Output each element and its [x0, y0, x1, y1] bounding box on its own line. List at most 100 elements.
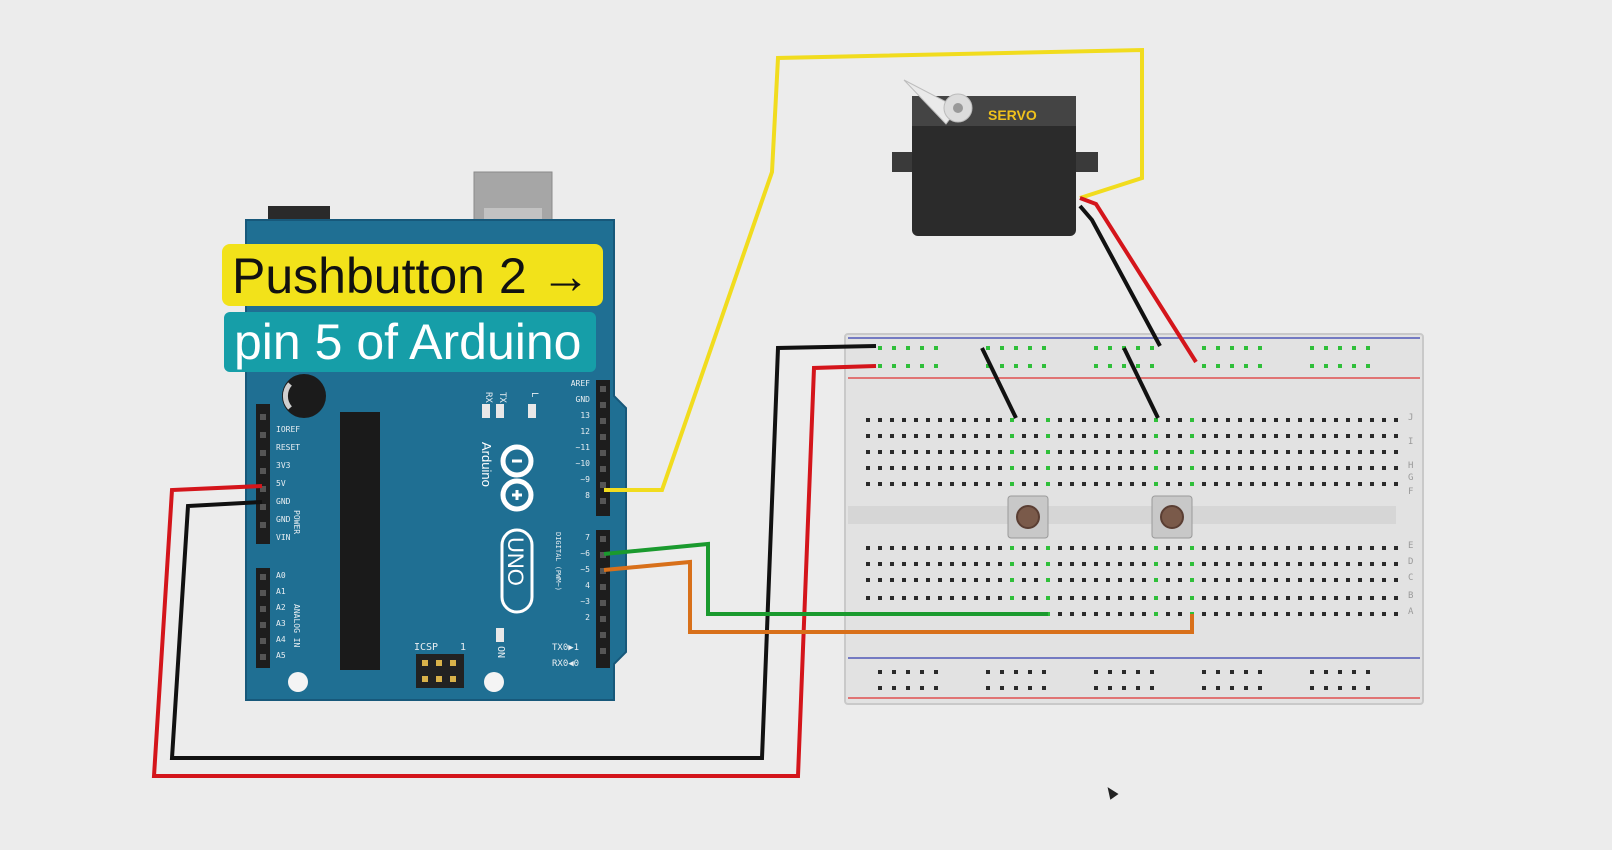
- breadboard-hole[interactable]: [1106, 596, 1110, 600]
- rail-hole[interactable]: [1094, 346, 1098, 350]
- rail-hole[interactable]: [1230, 364, 1234, 368]
- header-socket[interactable]: [260, 504, 266, 510]
- breadboard-hole[interactable]: [1334, 612, 1338, 616]
- breadboard-hole[interactable]: [1202, 562, 1206, 566]
- breadboard-hole[interactable]: [1178, 596, 1182, 600]
- breadboard-hole[interactable]: [1322, 450, 1326, 454]
- breadboard-hole[interactable]: [962, 546, 966, 550]
- breadboard-hole[interactable]: [986, 482, 990, 486]
- breadboard-hole[interactable]: [1142, 434, 1146, 438]
- breadboard-hole[interactable]: [938, 450, 942, 454]
- breadboard-hole[interactable]: [1262, 434, 1266, 438]
- breadboard[interactable]: J I H G F E D C B A: [844, 333, 1424, 705]
- breadboard-hole[interactable]: [1142, 418, 1146, 422]
- breadboard-hole[interactable]: [926, 578, 930, 582]
- breadboard-hole[interactable]: [1238, 562, 1242, 566]
- breadboard-hole[interactable]: [1166, 434, 1170, 438]
- breadboard-hole[interactable]: [1226, 466, 1230, 470]
- breadboard-hole[interactable]: [1118, 546, 1122, 550]
- rail-hole[interactable]: [892, 670, 896, 674]
- breadboard-hole[interactable]: [1286, 578, 1290, 582]
- breadboard-hole[interactable]: [1370, 578, 1374, 582]
- breadboard-hole[interactable]: [1082, 562, 1086, 566]
- breadboard-hole[interactable]: [1238, 482, 1242, 486]
- breadboard-hole[interactable]: [974, 596, 978, 600]
- breadboard-hole[interactable]: [1190, 596, 1194, 600]
- breadboard-hole[interactable]: [1358, 450, 1362, 454]
- breadboard-hole[interactable]: [1370, 546, 1374, 550]
- breadboard-hole[interactable]: [1190, 546, 1194, 550]
- breadboard-hole[interactable]: [1334, 578, 1338, 582]
- header-socket[interactable]: [600, 552, 606, 558]
- header-socket[interactable]: [260, 522, 266, 528]
- breadboard-hole[interactable]: [1094, 596, 1098, 600]
- breadboard-hole[interactable]: [914, 546, 918, 550]
- breadboard-hole[interactable]: [1178, 578, 1182, 582]
- breadboard-hole[interactable]: [998, 450, 1002, 454]
- breadboard-hole[interactable]: [866, 578, 870, 582]
- rail-hole[interactable]: [878, 346, 882, 350]
- breadboard-hole[interactable]: [1106, 418, 1110, 422]
- breadboard-hole[interactable]: [1298, 578, 1302, 582]
- breadboard-hole[interactable]: [1358, 546, 1362, 550]
- breadboard-hole[interactable]: [1106, 546, 1110, 550]
- rail-hole[interactable]: [920, 686, 924, 690]
- breadboard-hole[interactable]: [878, 418, 882, 422]
- breadboard-hole[interactable]: [950, 418, 954, 422]
- breadboard-hole[interactable]: [1274, 546, 1278, 550]
- breadboard-hole[interactable]: [1046, 546, 1050, 550]
- rail-hole[interactable]: [1122, 670, 1126, 674]
- rail-hole[interactable]: [1216, 346, 1220, 350]
- breadboard-hole[interactable]: [1322, 418, 1326, 422]
- breadboard-hole[interactable]: [1214, 450, 1218, 454]
- breadboard-hole[interactable]: [1334, 562, 1338, 566]
- header-socket[interactable]: [600, 536, 606, 542]
- breadboard-hole[interactable]: [1106, 434, 1110, 438]
- breadboard-hole[interactable]: [1142, 596, 1146, 600]
- breadboard-hole[interactable]: [1034, 466, 1038, 470]
- breadboard-hole[interactable]: [1250, 562, 1254, 566]
- breadboard-hole[interactable]: [1226, 418, 1230, 422]
- breadboard-hole[interactable]: [1154, 482, 1158, 486]
- header-socket[interactable]: [600, 450, 606, 456]
- wire-black-gnd[interactable]: [169, 344, 877, 760]
- breadboard-hole[interactable]: [1082, 612, 1086, 616]
- breadboard-hole[interactable]: [1034, 434, 1038, 438]
- rail-hole[interactable]: [1136, 686, 1140, 690]
- breadboard-hole[interactable]: [1310, 418, 1314, 422]
- breadboard-hole[interactable]: [878, 562, 882, 566]
- rail-hole[interactable]: [934, 364, 938, 368]
- breadboard-hole[interactable]: [1310, 450, 1314, 454]
- breadboard-hole[interactable]: [1190, 434, 1194, 438]
- breadboard-hole[interactable]: [950, 466, 954, 470]
- rail-hole[interactable]: [1150, 670, 1154, 674]
- breadboard-hole[interactable]: [1106, 562, 1110, 566]
- breadboard-hole[interactable]: [1370, 612, 1374, 616]
- breadboard-hole[interactable]: [1382, 466, 1386, 470]
- header-socket[interactable]: [600, 434, 606, 440]
- breadboard-hole[interactable]: [1046, 562, 1050, 566]
- breadboard-hole[interactable]: [1142, 450, 1146, 454]
- breadboard-hole[interactable]: [1178, 418, 1182, 422]
- breadboard-hole[interactable]: [1298, 418, 1302, 422]
- breadboard-hole[interactable]: [1202, 612, 1206, 616]
- rail-hole[interactable]: [1042, 686, 1046, 690]
- rail-hole[interactable]: [1366, 670, 1370, 674]
- breadboard-hole[interactable]: [1154, 450, 1158, 454]
- pushbutton-2-cap[interactable]: [1160, 505, 1184, 529]
- rail-hole[interactable]: [1136, 670, 1140, 674]
- breadboard-hole[interactable]: [998, 482, 1002, 486]
- breadboard-hole[interactable]: [1130, 562, 1134, 566]
- breadboard-hole[interactable]: [938, 562, 942, 566]
- rail-hole[interactable]: [920, 364, 924, 368]
- breadboard-hole[interactable]: [1298, 482, 1302, 486]
- breadboard-hole[interactable]: [1166, 466, 1170, 470]
- breadboard-hole[interactable]: [1262, 466, 1266, 470]
- breadboard-hole[interactable]: [1382, 450, 1386, 454]
- rail-hole[interactable]: [934, 686, 938, 690]
- breadboard-hole[interactable]: [962, 434, 966, 438]
- header-socket[interactable]: [260, 486, 266, 492]
- breadboard-hole[interactable]: [1046, 450, 1050, 454]
- breadboard-hole[interactable]: [1226, 450, 1230, 454]
- rail-hole[interactable]: [1000, 686, 1004, 690]
